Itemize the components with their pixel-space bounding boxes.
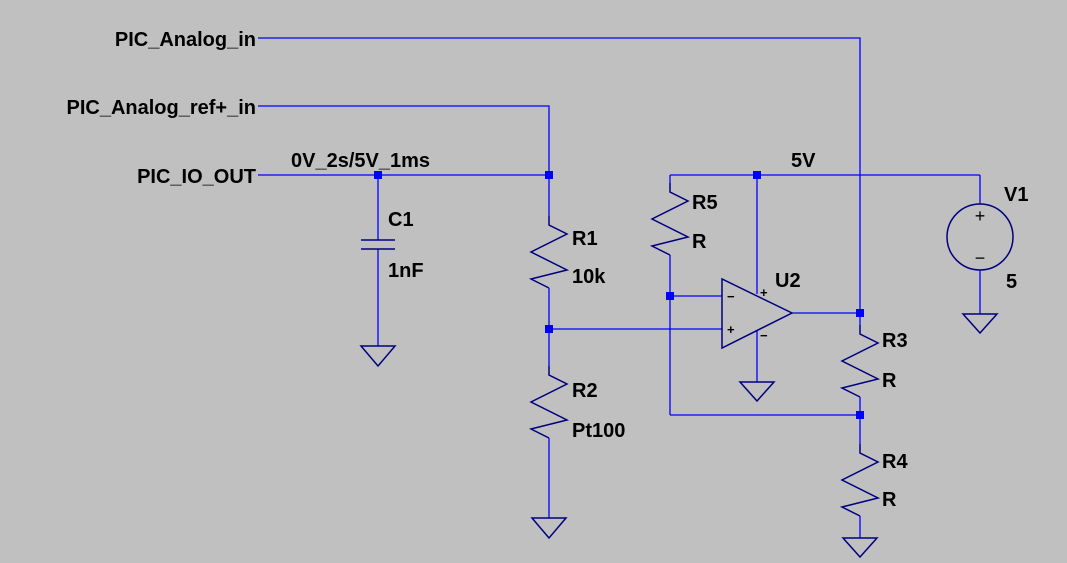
- r3-ref: R3: [882, 330, 908, 352]
- ground-icon-r2: [530, 517, 568, 540]
- u2-ref: U2: [775, 270, 801, 292]
- opamp-vplus-sign: +: [760, 285, 768, 300]
- resistor-r1[interactable]: [528, 216, 570, 289]
- junction-dot: [753, 171, 761, 179]
- wire-pic-analog-ref-in: [258, 105, 550, 175]
- c1-value: 1nF: [388, 260, 424, 282]
- r5-ref: R5: [692, 192, 718, 214]
- resistor-r4[interactable]: [839, 444, 881, 517]
- c1-ref: C1: [388, 209, 414, 231]
- r5-value: R: [692, 231, 707, 253]
- junction-dot: [374, 171, 382, 179]
- resistor-r5[interactable]: [649, 183, 691, 256]
- resistor-r2[interactable]: [528, 366, 570, 439]
- r2-ref: R2: [572, 380, 598, 402]
- junction-dot: [856, 309, 864, 317]
- opamp-u2[interactable]: [721, 277, 794, 350]
- junction-dot: [545, 171, 553, 179]
- v1-minus-sign: −: [975, 248, 986, 268]
- net-label-pic-io-out: PIC_IO_OUT: [137, 166, 256, 188]
- components: [359, 183, 1014, 559]
- v1-ref: V1: [1004, 184, 1028, 206]
- opamp-vminus-sign: −: [760, 328, 768, 343]
- net-label-pic-analog-in: PIC_Analog_in: [115, 29, 256, 51]
- r4-value: R: [882, 489, 897, 511]
- opamp-minus-sign: −: [727, 289, 735, 304]
- junction-dot: [545, 325, 553, 333]
- junction-dot: [856, 411, 864, 419]
- ground-icon-opamp: [738, 381, 776, 403]
- r2-value: Pt100: [572, 420, 625, 442]
- net-label-5v: 5V: [791, 150, 816, 172]
- ground-icon-v1: [961, 313, 999, 335]
- v1-plus-sign: +: [975, 206, 986, 226]
- net-label-pulse-source: 0V_2s/5V_1ms: [291, 150, 430, 172]
- wire-pic-analog-in: [258, 37, 861, 313]
- net-label-pic-analog-ref-in: PIC_Analog_ref+_in: [66, 97, 256, 119]
- ground-icon-r4: [841, 537, 879, 559]
- wires: [258, 37, 981, 538]
- opamp-plus-sign: +: [727, 322, 735, 337]
- r3-value: R: [882, 370, 897, 392]
- ground-icon-c1: [359, 345, 397, 368]
- r1-value: 10k: [572, 266, 606, 288]
- r1-ref: R1: [572, 228, 598, 250]
- r4-ref: R4: [882, 451, 908, 473]
- resistor-r3[interactable]: [839, 325, 881, 398]
- junction-dot: [666, 292, 674, 300]
- v1-value: 5: [1006, 271, 1017, 293]
- junctions: [374, 171, 864, 419]
- capacitor-c1[interactable]: [361, 239, 395, 250]
- voltage-source-v1[interactable]: [946, 203, 1014, 271]
